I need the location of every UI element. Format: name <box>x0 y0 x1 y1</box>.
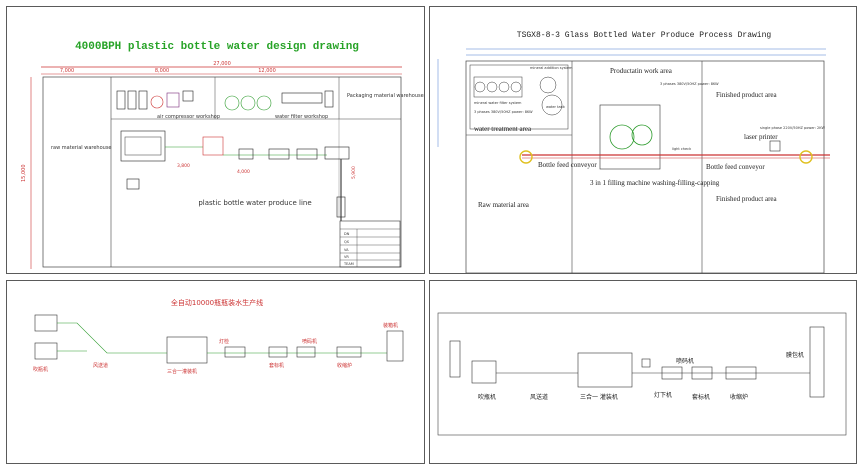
drawing-title: 4000BPH plastic bottle water design draw… <box>75 41 359 53</box>
panel-plastic-bottle-drawing: 4000BPH plastic bottle water design draw… <box>6 6 425 274</box>
finished-top-label: Finished product area <box>716 91 778 99</box>
mineral-label: mineral addition system <box>530 66 573 70</box>
line-label-7: 收缩炉 <box>337 362 352 369</box>
filling-machine-label: 3 in 1 filling machine washing-filling-c… <box>590 179 720 187</box>
label-blow: 吹瓶机 <box>478 393 496 401</box>
line-title: 全自动10000瓶瓶装水生产线 <box>171 298 263 307</box>
produce-line-label: plastic bottle water produce line <box>198 199 311 207</box>
water-treatment-label: water treatment area <box>474 125 532 133</box>
filter-system-label: mineral water filter system <box>474 101 522 105</box>
dim-mid-1: 3,800 <box>177 163 190 169</box>
table-row-3: VA <box>344 248 349 252</box>
dim-mid-2: 4,000 <box>237 169 250 175</box>
bottle-feed-right: Bottle feed conveyor <box>706 163 765 171</box>
label-wrap: 膜包机 <box>786 351 804 359</box>
phases-left: 3 phases 380V/50HZ power: 8KW <box>474 110 533 114</box>
packaging-label: Packaging material warehouse <box>347 93 424 99</box>
dim-top-3: 12,000 <box>258 68 276 74</box>
air-compressor-label: air compressor workshop <box>157 114 220 120</box>
laser-printer-label: laser printer <box>744 133 778 141</box>
raw-material-area: Raw material area <box>478 201 530 209</box>
line-canvas: 全自动10000瓶瓶装水生产线 吹瓶机 风送道 三合一灌装机 灯检 喷码机 套标… <box>33 298 404 375</box>
finished-bottom-label: Finished product area <box>716 195 778 203</box>
dim-top-1: 7,000 <box>60 68 74 74</box>
light-check-label: light check <box>672 147 692 151</box>
bottle-feed-left: Bottle feed conveyor <box>538 161 597 169</box>
label-shrink: 收缩炉 <box>730 393 748 401</box>
dim-side: 15,000 <box>21 165 27 183</box>
label-sleeve: 套标机 <box>692 393 710 401</box>
table-row-5: TEAM <box>343 262 354 266</box>
cn-line-canvas: 吹瓶机 风送道 三合一 灌装机 灯下机 喷码机 套标机 收缩炉 膜包机 <box>437 312 847 436</box>
label-lamp: 灯下机 <box>654 391 672 399</box>
panel-chinese-line: 吹瓶机 风送道 三合一 灌装机 灯下机 喷码机 套标机 收缩炉 膜包机 <box>429 280 857 464</box>
panel-glass-bottle-process: TSGX8-8-3 Glass Bottled Water Produce Pr… <box>429 6 857 274</box>
dim-top-2: 8,000 <box>155 68 169 74</box>
label-air: 风送道 <box>530 393 548 401</box>
line-label-8: 装箱机 <box>383 322 398 329</box>
label-filler: 三合一 灌装机 <box>580 393 618 401</box>
line-label-6: 套标机 <box>269 362 284 369</box>
line-label-5: 喷码机 <box>302 338 317 345</box>
line-label-4: 灯检 <box>219 338 229 345</box>
process-title: TSGX8-8-3 Glass Bottled Water Produce Pr… <box>517 31 772 40</box>
production-area-label: Productatin work area <box>610 67 673 75</box>
raw-material-label: raw material warehouse <box>51 145 112 151</box>
dim-mid-3: 5,900 <box>351 166 357 179</box>
line-label-1: 吹瓶机 <box>33 366 48 373</box>
panel-10000-bottle-line: 全自动10000瓶瓶装水生产线 吹瓶机 风送道 三合一灌装机 灯检 喷码机 套标… <box>6 280 425 464</box>
water-tank-label: water tank <box>546 105 566 109</box>
label-coder: 喷码机 <box>676 357 694 365</box>
dim-total: 27,000 <box>213 61 231 67</box>
drawing-canvas: 4000BPH plastic bottle water design draw… <box>21 41 424 269</box>
line-label-3: 三合一灌装机 <box>167 368 197 375</box>
phases-right: single phase 220V/50HZ power: 2KW <box>760 126 825 130</box>
table-row-1: DN <box>344 232 350 236</box>
phases-mid: 3 phases 380V/50HZ power: 8KW <box>660 82 719 86</box>
table-row-2: QS <box>344 240 350 244</box>
process-canvas: TSGX8-8-3 Glass Bottled Water Produce Pr… <box>437 31 830 273</box>
water-filter-label: water filter workshop <box>275 114 328 120</box>
line-label-2: 风送道 <box>93 362 108 369</box>
table-row-4: VR <box>344 255 349 259</box>
